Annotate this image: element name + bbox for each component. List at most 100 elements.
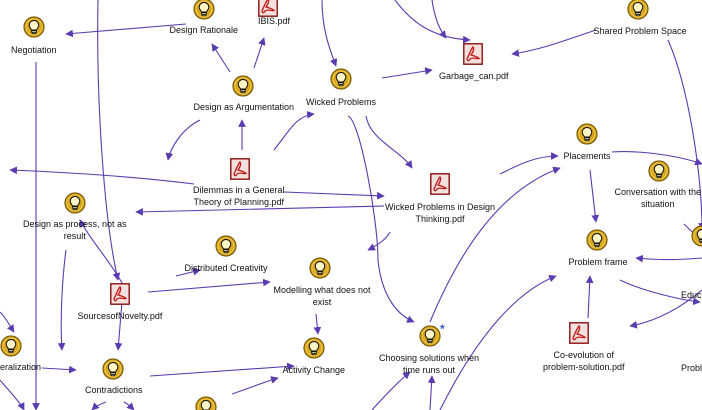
link[interactable] — [253, 37, 266, 69]
link[interactable] — [91, 401, 107, 410]
link[interactable] — [313, 313, 322, 335]
link[interactable] — [367, 231, 391, 251]
node-label: Distributed Creativity — [185, 262, 268, 274]
pdf-icon[interactable] — [110, 283, 130, 310]
link[interactable] — [321, 0, 338, 67]
pdf-icon[interactable] — [230, 158, 250, 185]
node-label-line: Distributed Creativity — [184, 263, 268, 273]
link[interactable] — [41, 365, 77, 374]
link[interactable] — [427, 375, 436, 410]
node-label-line: Choosing solutions when — [379, 353, 480, 363]
node-label: Garbage_can.pdf — [439, 70, 509, 82]
node-label-line: Negotiation — [11, 45, 57, 55]
lightbulb-icon[interactable] — [648, 160, 670, 187]
node-label-line: Wicked Problems in Design — [385, 202, 496, 212]
lightbulb-icon[interactable] — [102, 358, 124, 385]
link[interactable] — [439, 274, 557, 410]
link[interactable] — [585, 275, 594, 319]
node-label-line: Design as Argumentation — [193, 102, 295, 112]
node-label-line: Theory of Planning.pdf — [193, 197, 285, 207]
link[interactable] — [147, 278, 271, 293]
node-label-line: Contradictions — [85, 385, 143, 395]
node-label: Negotiation — [11, 44, 57, 56]
link[interactable] — [283, 191, 385, 200]
node-label-line: Garbage_can.pdf — [439, 71, 509, 81]
link[interactable] — [79, 219, 127, 291]
lightbulb-icon[interactable] — [627, 0, 649, 25]
link[interactable] — [114, 301, 123, 351]
link[interactable] — [0, 379, 25, 410]
link[interactable] — [175, 267, 201, 277]
lightbulb-icon[interactable] — [193, 0, 215, 25]
lightbulb-icon[interactable] — [576, 123, 598, 150]
node-label-line: Probl — [681, 363, 702, 373]
link[interactable] — [65, 23, 187, 38]
link[interactable] — [123, 401, 135, 410]
link[interactable] — [165, 119, 201, 161]
node-label-line: Design as process, not as — [23, 219, 127, 229]
node-label-line: Co-evolution of — [553, 350, 615, 360]
node-label: eralization — [0, 361, 41, 373]
link[interactable] — [211, 43, 231, 73]
lightbulb-icon[interactable] — [232, 75, 254, 102]
link[interactable] — [511, 29, 597, 57]
lightbulb-icon[interactable] — [64, 192, 86, 219]
link[interactable] — [57, 249, 67, 351]
pdf-icon[interactable] — [430, 173, 450, 200]
node-label-line: Activity Change — [282, 365, 346, 375]
link[interactable] — [629, 289, 702, 329]
link[interactable] — [667, 39, 702, 231]
node-label-line: Conversation with the — [614, 187, 702, 197]
node-label: Contradictions — [85, 384, 143, 396]
lightbulb-icon[interactable] — [586, 229, 608, 256]
link[interactable] — [365, 115, 413, 169]
link[interactable] — [9, 166, 195, 185]
pdf-icon[interactable] — [569, 322, 589, 349]
node-label: Educ — [681, 289, 702, 301]
node-label: SourcesofNovelty.pdf — [78, 310, 163, 322]
link[interactable] — [231, 376, 279, 395]
lightbulb-icon[interactable] — [330, 68, 352, 95]
lightbulb-icon[interactable] — [0, 335, 22, 362]
lightbulb-icon[interactable] — [419, 325, 441, 352]
lightbulb-icon[interactable] — [195, 396, 217, 410]
node-label: Problem frame — [569, 256, 628, 268]
node-label-line: exist — [312, 297, 332, 307]
lightbulb-icon[interactable] — [691, 225, 702, 252]
link[interactable] — [589, 169, 600, 223]
link[interactable] — [635, 254, 702, 263]
link[interactable] — [619, 279, 701, 306]
link[interactable] — [97, 0, 121, 281]
node-label: Choosing solutions when time runs out — [379, 352, 479, 376]
link[interactable] — [371, 371, 411, 410]
link[interactable] — [499, 152, 559, 175]
link[interactable] — [381, 67, 433, 79]
pdf-icon[interactable] — [463, 43, 483, 70]
node-label-line: SourcesofNovelty.pdf — [77, 311, 163, 321]
link[interactable] — [429, 166, 561, 323]
link[interactable] — [135, 205, 385, 216]
link[interactable] — [611, 151, 702, 166]
link[interactable] — [273, 110, 315, 151]
link[interactable] — [0, 311, 15, 333]
node-label-line: Thinking.pdf — [415, 214, 465, 224]
lightbulb-icon[interactable] — [23, 16, 45, 43]
lightbulb-icon[interactable] — [215, 235, 237, 262]
link[interactable] — [149, 362, 295, 377]
link[interactable] — [394, 0, 471, 44]
node-label-line: time runs out — [403, 365, 456, 375]
lightbulb-icon[interactable] — [303, 337, 325, 364]
link[interactable] — [347, 115, 415, 323]
lightbulb-icon[interactable] — [309, 257, 331, 284]
link[interactable] — [431, 0, 447, 39]
node-label: Placements — [564, 150, 611, 162]
pdf-icon[interactable] — [258, 0, 278, 22]
node-label-line: IBIS.pdf — [258, 16, 291, 26]
